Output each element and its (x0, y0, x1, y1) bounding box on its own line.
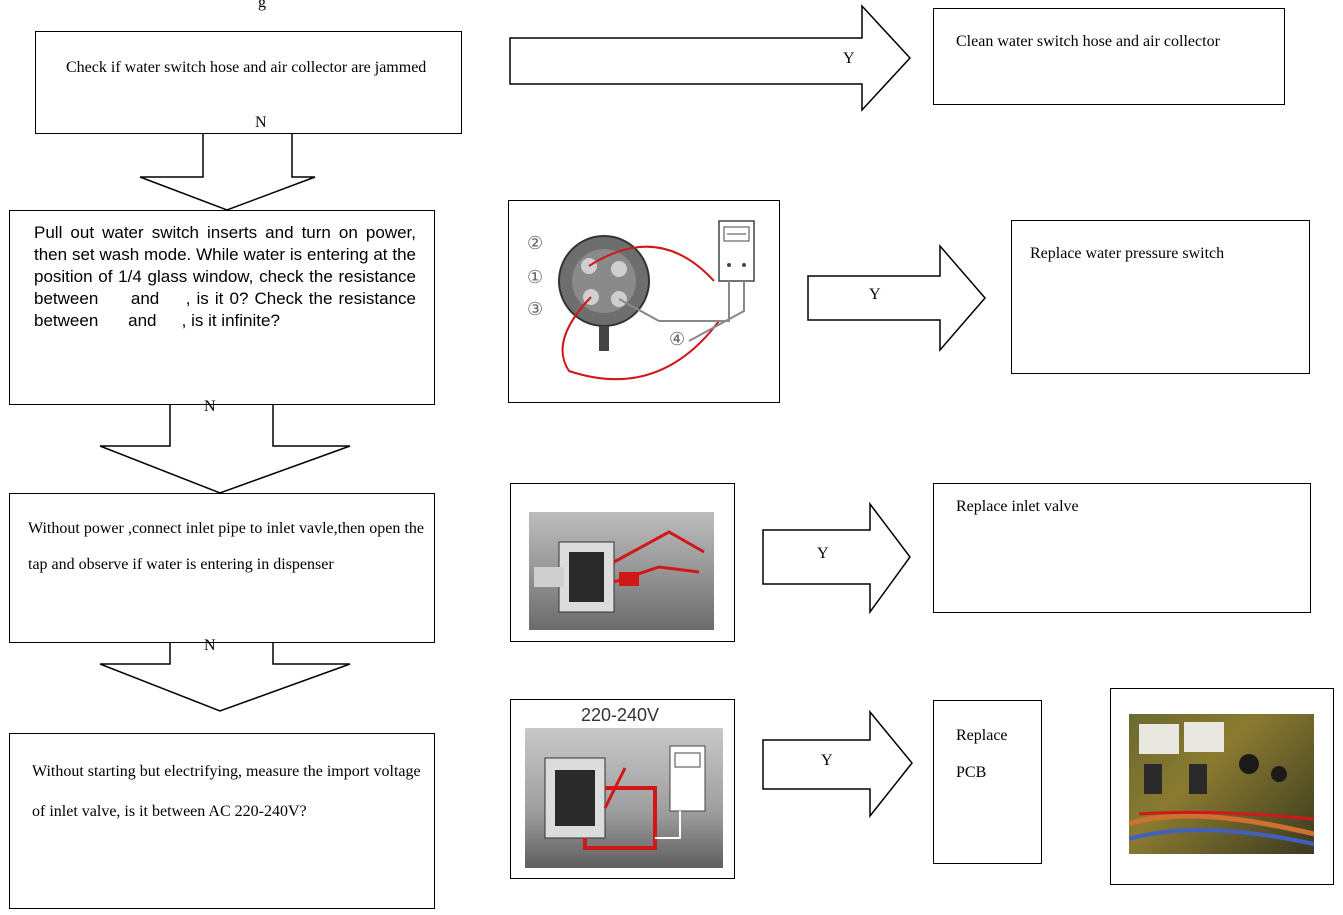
no-label-row2: N (204, 398, 216, 415)
action-4-line2: PCB (956, 764, 987, 781)
inlet-valve-photo (529, 512, 714, 630)
yes-arrow-row3 (762, 501, 911, 615)
question-2-and1: and (130, 289, 160, 308)
terminal-label-3: ③ (527, 299, 544, 319)
question-box-2: Pull out water switch inserts and turn o… (9, 210, 435, 405)
pressure-switch-icon (558, 220, 755, 381)
yes-arrow-row4 (762, 709, 913, 819)
terminal-label-2: ② (527, 233, 544, 253)
yes-arrow-row2 (807, 243, 986, 353)
terminal-label-4: ④ (669, 329, 686, 349)
question-2-text: Pull out water switch inserts and turn o… (34, 222, 416, 332)
terminal-label-1: ① (527, 267, 544, 287)
question-1-text: Check if water switch hose and air colle… (66, 59, 427, 76)
voltage-photo (525, 728, 723, 868)
no-arrow-row1 (139, 132, 316, 211)
yes-label-row1: Y (843, 50, 855, 67)
action-3-text: Replace inlet valve (956, 498, 1079, 515)
inlet-valve-photo-frame (510, 483, 735, 642)
action-box-2: Replace water pressure switch (1011, 220, 1310, 374)
action-4-line1: Replace (956, 727, 1008, 744)
question-2-part3: , is it infinite? (181, 311, 280, 330)
header-fragment: g (258, 0, 266, 11)
action-box-1: Clean water switch hose and air collecto… (933, 8, 1285, 105)
question-4-text: Without starting but electrifying, measu… (32, 763, 421, 820)
yes-arrow-row1 (509, 4, 912, 112)
voltage-caption: 220-240V (581, 705, 660, 725)
no-label-row3: N (204, 637, 216, 654)
yes-label-row3: Y (817, 545, 829, 562)
question-box-4: Without starting but electrifying, measu… (9, 733, 435, 909)
question-3-text: Without power ,connect inlet pipe to inl… (28, 520, 424, 573)
pcb-photo-frame (1110, 688, 1334, 885)
no-arrow-row2 (99, 402, 351, 494)
action-1-text: Clean water switch hose and air collecto… (956, 33, 1220, 50)
voltage-photo-frame: 220-240V (510, 699, 735, 879)
question-box-1: Check if water switch hose and air colle… (35, 31, 462, 134)
pcb-photo (1129, 714, 1314, 854)
action-box-4: Replace PCB (933, 700, 1042, 864)
no-label-row1: N (255, 114, 267, 131)
question-2-and2: and (128, 311, 157, 330)
no-arrow-row3 (99, 641, 351, 712)
question-box-3: Without power ,connect inlet pipe to inl… (9, 493, 435, 643)
multimeter-icon (718, 220, 755, 282)
question-2-part1: Pull out water switch inserts and turn o… (34, 223, 416, 308)
action-2-text: Replace water pressure switch (1030, 245, 1225, 262)
yes-label-row2: Y (869, 286, 881, 303)
question-2-part2: , is it 0? Check the resistance between (34, 289, 416, 330)
pressure-switch-photo-frame: ② ① ③ ④ (508, 200, 780, 403)
yes-label-row4: Y (821, 752, 833, 769)
action-box-3: Replace inlet valve (933, 483, 1311, 613)
